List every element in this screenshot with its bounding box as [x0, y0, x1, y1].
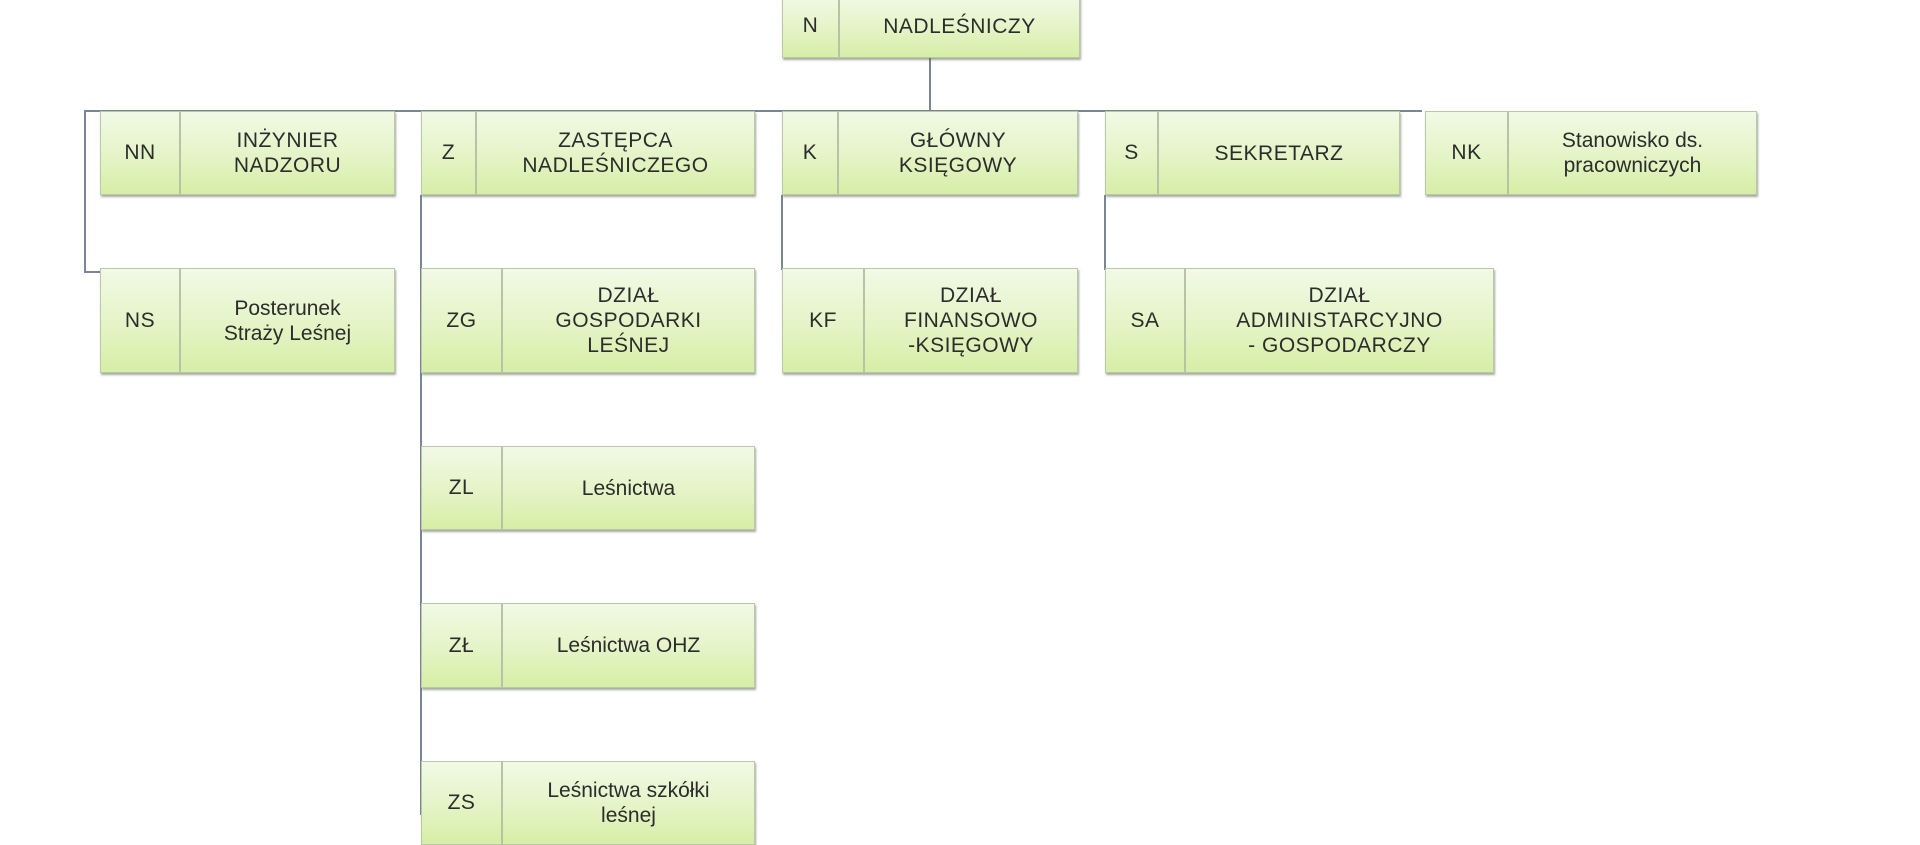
org-node-lesnictwa-szkolki-lesnej: ZS Leśnictwa szkółki leśnej — [421, 761, 755, 845]
org-node-glowny-ksiegowy: K GŁÓWNY KSIĘGOWY — [782, 111, 1078, 195]
connector-k-kf — [781, 195, 783, 270]
node-code: ZG — [422, 269, 503, 372]
node-label: Stanowisko ds. pracowniczych — [1561, 129, 1704, 177]
org-node-inzynier-nadzoru: NN INŻYNIER NADZORU — [100, 111, 395, 195]
org-node-dzial-gospodarki-lesnej: ZG DZIAŁ GOSPODARKI LEŚNEJ — [421, 268, 755, 373]
org-node-lesnictwa-ohz: ZŁ Leśnictwa OHZ — [421, 603, 755, 688]
node-code: K — [783, 112, 839, 194]
org-node-lesnictwa: ZL Leśnictwa — [421, 446, 755, 530]
node-label: ZASTĘPCA NADLEŚNICZEGO — [522, 129, 709, 177]
node-label: Posterunek Straży Leśnej — [223, 296, 352, 345]
org-node-posterunek-strazy-lesnej: NS Posterunek Straży Leśnej — [100, 268, 395, 373]
node-code: ZS — [422, 762, 503, 844]
org-node-zastepca-nadlesniczego: Z ZASTĘPCA NADLEŚNICZEGO — [421, 111, 755, 195]
org-node-nadlesniczy: N NADLEŚNICZY — [782, 0, 1080, 58]
node-code: NN — [101, 112, 181, 194]
node-label: GŁÓWNY KSIĘGOWY — [898, 129, 1018, 177]
org-node-sekretarz: S SEKRETARZ — [1105, 111, 1400, 195]
node-label: Leśnictwa — [581, 476, 676, 500]
node-label: DZIAŁ FINANSOWO -KSIĘGOWY — [904, 284, 1038, 357]
node-label: DZIAŁ ADMINISTARCYJNO - GOSPODARCZY — [1236, 284, 1443, 357]
node-label: DZIAŁ GOSPODARKI LEŚNEJ — [555, 284, 702, 357]
node-code: ZŁ — [422, 604, 503, 687]
node-code: S — [1106, 112, 1159, 194]
node-label: Leśnictwa OHZ — [556, 634, 701, 657]
connector-s-sa — [1104, 195, 1106, 270]
node-label: Leśnictwa szkółki leśnej — [547, 779, 710, 827]
node-code: ZL — [422, 447, 503, 529]
node-label: NADLEŚNICZY — [883, 14, 1036, 38]
node-label: INŻYNIER NADZORU — [233, 129, 342, 177]
node-code: Z — [422, 112, 477, 194]
org-node-dzial-administracyjno-gospodarczy: SA DZIAŁ ADMINISTARCYJNO - GOSPODARCZY — [1105, 268, 1494, 373]
node-label: SEKRETARZ — [1214, 141, 1344, 165]
node-code: SA — [1106, 269, 1186, 372]
node-code: NK — [1426, 112, 1509, 194]
org-node-stanowisko-pracowniczych: NK Stanowisko ds. pracowniczych — [1425, 111, 1757, 195]
node-code: NS — [101, 269, 181, 372]
connector-root-down — [929, 58, 931, 111]
node-code: KF — [783, 269, 865, 372]
connector-nn-ns — [84, 110, 86, 273]
org-node-dzial-finansowo-ksiegowy: KF DZIAŁ FINANSOWO -KSIĘGOWY — [782, 268, 1078, 373]
connector-ns-stub — [84, 271, 102, 273]
node-code: N — [783, 0, 840, 57]
